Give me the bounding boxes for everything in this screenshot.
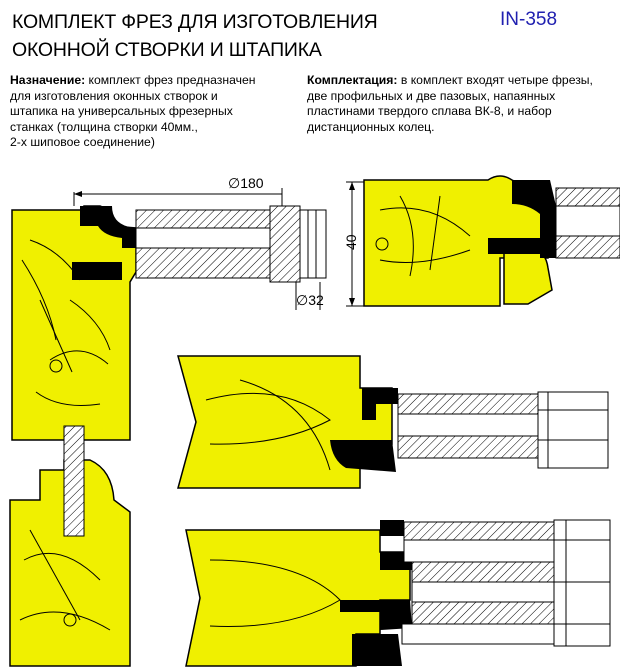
groove-knife bbox=[72, 262, 122, 280]
diameter-180-label: ∅180 bbox=[228, 175, 264, 191]
purpose-text: Назначение: комплект фрез предназначен д… bbox=[10, 73, 300, 151]
purpose-line-2: для изготовления оконных створок и bbox=[10, 88, 218, 103]
kit-text: Комплектация: в комплект входят четыре ф… bbox=[307, 73, 617, 135]
purpose-line-4: станках (толщина створки 40мм., bbox=[10, 119, 198, 134]
tenon-top-knife bbox=[362, 388, 398, 420]
purpose-line-1: комплект фрез предназначен bbox=[85, 73, 256, 87]
title-line-1: КОМПЛЕКТ ФРЕЗ ДЛЯ ИЗГОТОВЛЕНИЯ bbox=[12, 11, 378, 33]
diagram-tenon bbox=[177, 355, 609, 489]
height-40-label: 40 bbox=[343, 234, 359, 250]
diagram-profile-sash: ∅180 ∅32 bbox=[11, 175, 327, 441]
sash-section-workpiece bbox=[9, 459, 131, 667]
kit-line-1: в комплект входят четыре фрезы, bbox=[397, 73, 593, 87]
slot-top-knife bbox=[380, 520, 404, 536]
profile-knife bbox=[80, 206, 136, 248]
kit-label: Комплектация: bbox=[307, 73, 398, 87]
kit-line-3: пластинами твердого сплава ВК-8, и набор bbox=[307, 104, 552, 119]
slot-bottom-knife bbox=[352, 634, 402, 666]
bead-groove-knife bbox=[488, 238, 540, 254]
diagram-bead: 40 bbox=[343, 175, 620, 307]
product-code: IN-358 bbox=[500, 9, 558, 30]
purpose-line-5: 2-х шиповое соединение) bbox=[10, 135, 155, 150]
kit-line-2: две профильных и две пазовых, напаянных bbox=[307, 88, 556, 103]
purpose-label: Назначение: bbox=[10, 73, 86, 87]
diagram-sash-section bbox=[9, 425, 131, 667]
kit-line-4: дистанционных колец. bbox=[307, 119, 435, 134]
tenon-bottom-knife bbox=[330, 440, 396, 472]
purpose-line-3: штапика на универсальных фрезерных bbox=[10, 104, 233, 119]
page-title: КОМПЛЕКТ ФРЕЗ ДЛЯ ИЗГОТОВЛЕНИЯ ОКОННОЙ С… bbox=[12, 8, 378, 64]
slot-side-knife bbox=[340, 600, 412, 630]
diameter-32-label: ∅32 bbox=[296, 292, 324, 308]
title-line-2: ОКОННОЙ СТВОРКИ И ШТАПИКА bbox=[12, 39, 322, 61]
bead-knife bbox=[512, 180, 556, 258]
diagram-slot bbox=[185, 519, 611, 667]
